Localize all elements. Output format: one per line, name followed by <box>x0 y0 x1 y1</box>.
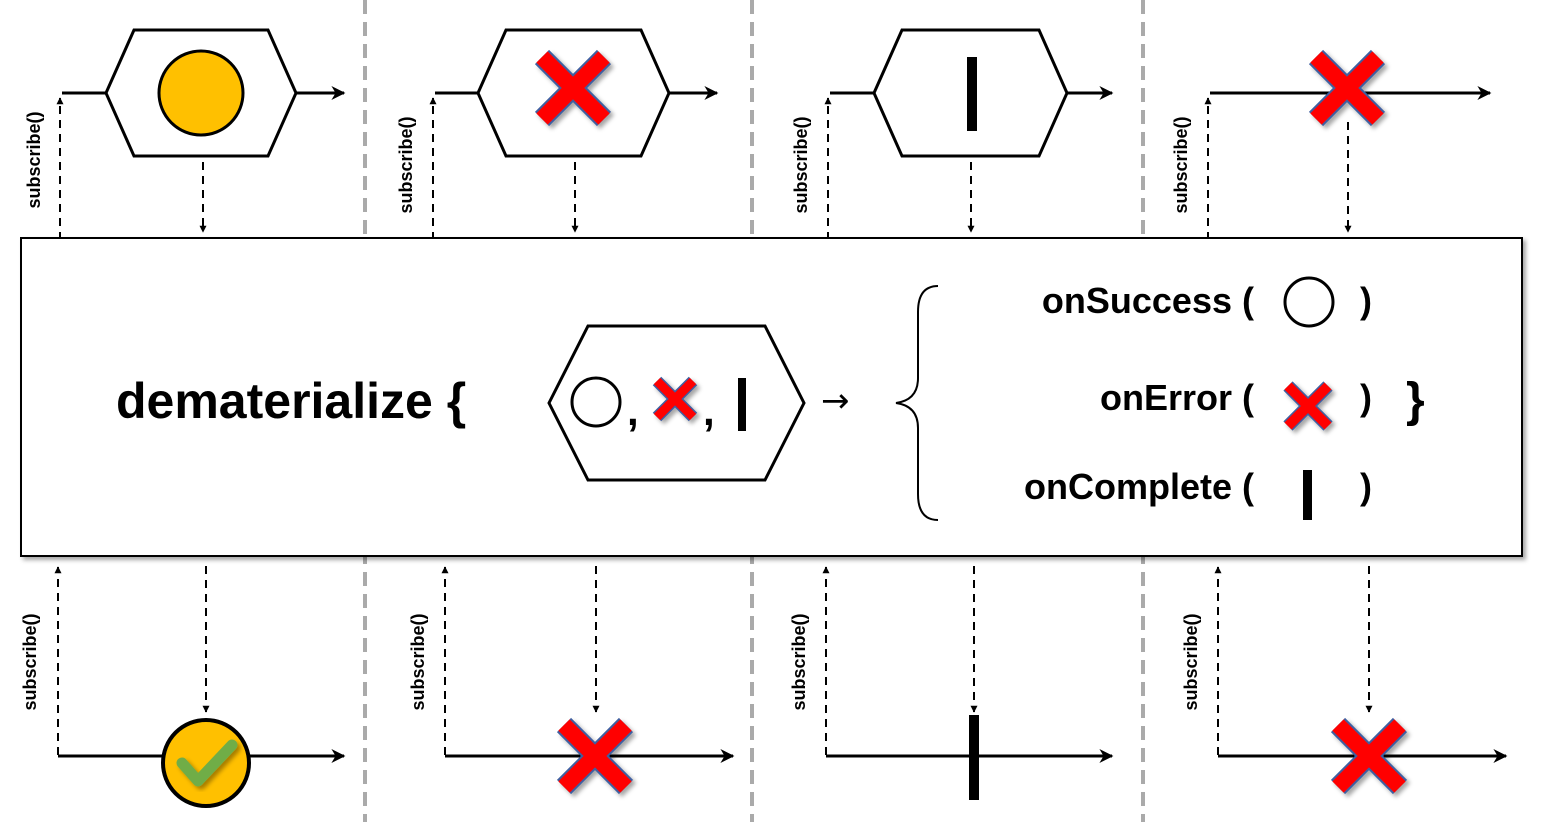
left-brace <box>895 285 939 521</box>
check-icon <box>176 739 238 787</box>
error-cross-icon <box>1283 381 1333 431</box>
panel-complete: subscribe() subscribe() <box>789 28 1112 800</box>
on-error-label: onError ( <box>1100 377 1254 418</box>
on-complete-label: onComplete ( <box>1024 466 1254 507</box>
subscribe-label: subscribe() <box>791 116 811 213</box>
close-paren: ) <box>1360 280 1372 321</box>
complete-bar-icon <box>969 715 979 800</box>
success-check-circle-icon <box>161 718 251 808</box>
complete-bar-icon <box>738 378 746 431</box>
closing-brace: } <box>1406 374 1425 427</box>
panel-success: subscribe() subscribe() <box>20 28 344 808</box>
error-cross-icon <box>1308 49 1386 127</box>
panel-error-direct: subscribe() subscribe() <box>1171 49 1508 795</box>
subscribe-label: subscribe() <box>20 613 40 710</box>
panel-error: subscribe() subscribe() <box>396 28 735 795</box>
error-cross-icon <box>1330 717 1408 795</box>
error-cross-icon <box>556 717 634 795</box>
subscribe-label: subscribe() <box>1171 116 1191 213</box>
subscribe-label: subscribe() <box>408 613 428 710</box>
separator: , <box>627 387 639 434</box>
complete-bar-icon <box>967 57 977 131</box>
success-circle-icon <box>157 49 245 137</box>
close-paren: ) <box>1360 466 1372 507</box>
complete-bar-icon <box>1303 470 1312 520</box>
operator-box: dematerialize { , , → onSuccess ( ) onEr… <box>20 237 1523 557</box>
mapping-arrow: → <box>821 381 850 421</box>
subscribe-label: subscribe() <box>24 111 44 208</box>
operator-name: dematerialize { <box>116 373 466 429</box>
success-circle-icon <box>570 376 622 428</box>
close-paren: ) <box>1360 377 1372 418</box>
subscribe-label: subscribe() <box>789 613 809 710</box>
success-circle-icon <box>1283 276 1335 328</box>
on-success-label: onSuccess ( <box>1042 280 1254 321</box>
error-cross-icon <box>534 49 612 127</box>
error-cross-icon <box>652 376 698 422</box>
subscribe-label: subscribe() <box>1181 613 1201 710</box>
separator: , <box>703 387 715 434</box>
panel-dividers <box>363 0 1145 822</box>
subscribe-label: subscribe() <box>396 116 416 213</box>
